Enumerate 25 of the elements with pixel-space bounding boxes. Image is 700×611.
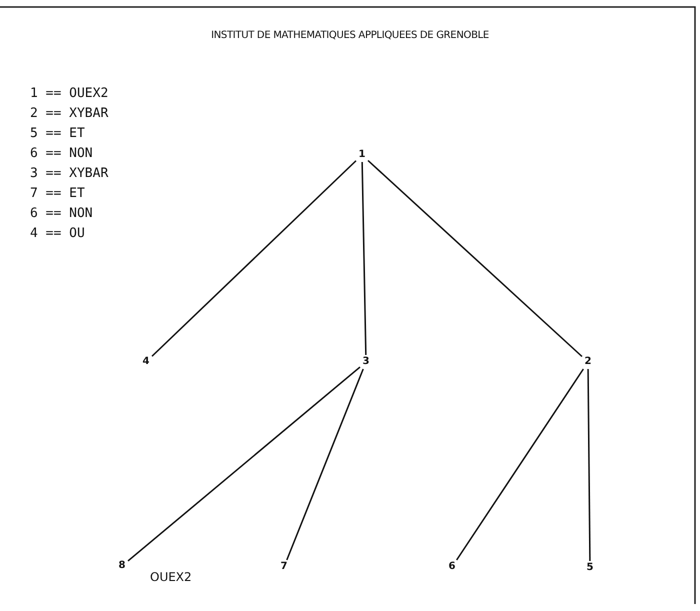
- tree-vertex-label: 6: [446, 560, 458, 574]
- tree-vertex-label: 7: [278, 560, 290, 574]
- definition-text: 5 == ET: [30, 126, 85, 141]
- tree-vertex-label: 4: [140, 355, 152, 369]
- tree-branch-line: [286, 368, 364, 560]
- tree-branch-line: [456, 368, 584, 560]
- title: INSTITUT DE MATHEMATIQUES APPLIQUEES DE GRENOBLE: [210, 30, 490, 41]
- definition-text: 6 == NON: [30, 146, 93, 161]
- tree-vertex-label: 2: [582, 355, 594, 369]
- tree-branch-line: [587, 369, 591, 561]
- definition-text: 2 == XYBAR: [30, 106, 108, 121]
- definition-text: 1 == OUEX2: [30, 86, 108, 101]
- tree-vertex-label: 8: [116, 559, 128, 573]
- definition-text: 4 == OU: [30, 226, 85, 241]
- tree-branch-line: [361, 162, 367, 356]
- definition-text: 6 == NON: [30, 206, 93, 221]
- tree-branch-line: [128, 366, 360, 562]
- tree-branch-line: [151, 160, 357, 357]
- tree-branch-line: [368, 160, 582, 358]
- formula-name: OUEX2: [150, 570, 192, 584]
- definition-text: 3 == XYBAR: [30, 166, 108, 181]
- tree-vertex-label: 5: [584, 561, 596, 575]
- tree-vertex-label: 1: [356, 148, 368, 162]
- tree-vertex-label: 3: [360, 355, 372, 369]
- definition-text: 7 == ET: [30, 186, 85, 201]
